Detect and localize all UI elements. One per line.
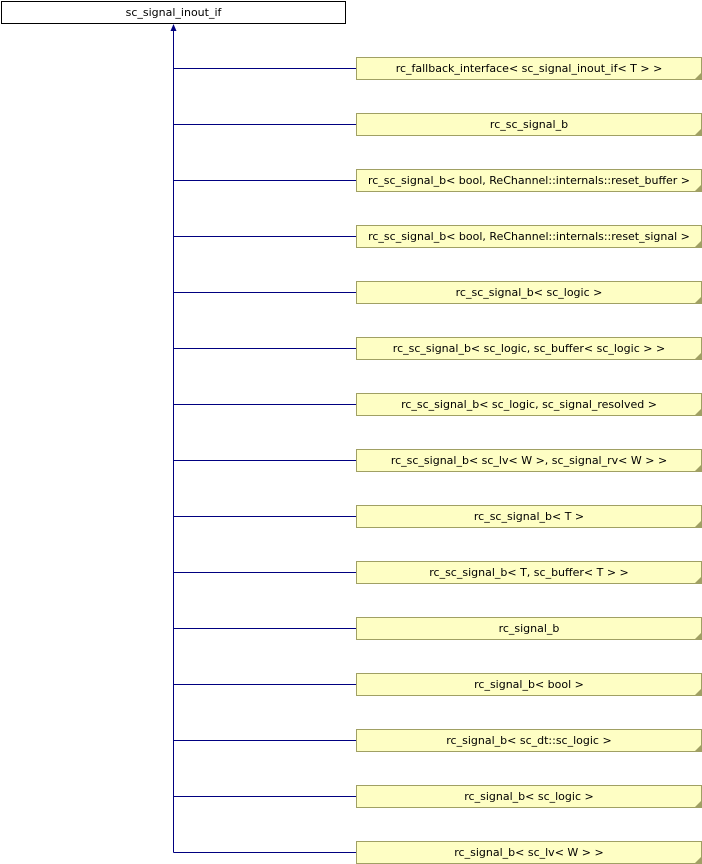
derived-class-node[interactable]: rc_sc_signal_b< sc_logic > <box>356 281 702 304</box>
derived-class-node[interactable]: rc_fallback_interface< sc_signal_inout_i… <box>356 57 702 80</box>
class-label: rc_sc_signal_b< bool, ReChannel::interna… <box>368 230 690 243</box>
arrowhead-icon <box>170 24 177 31</box>
derived-class-node[interactable]: rc_sc_signal_b< T > <box>356 505 702 528</box>
class-label: rc_sc_signal_b< sc_lv< W >, sc_signal_rv… <box>390 454 668 467</box>
fold-corner-icon <box>695 857 701 863</box>
fold-corner-icon <box>695 521 701 527</box>
fold-corner-icon <box>695 297 701 303</box>
fold-corner-icon <box>695 129 701 135</box>
fold-corner-icon <box>695 577 701 583</box>
fold-corner-icon <box>695 73 701 79</box>
derived-class-node[interactable]: rc_signal_b <box>356 617 702 640</box>
root-class-node[interactable]: sc_signal_inout_if <box>1 1 346 24</box>
class-label: rc_sc_signal_b< T, sc_buffer< T > > <box>429 566 629 579</box>
class-label: rc_sc_signal_b <box>489 118 569 131</box>
class-label: rc_sc_signal_b< sc_logic > <box>455 286 603 299</box>
derived-class-node[interactable]: rc_signal_b< sc_dt::sc_logic > <box>356 729 702 752</box>
derived-class-node[interactable]: rc_sc_signal_b <box>356 113 702 136</box>
fold-corner-icon <box>695 353 701 359</box>
class-label: rc_signal_b< sc_lv< W > > <box>454 846 604 859</box>
fold-corner-icon <box>695 409 701 415</box>
fold-corner-icon <box>695 241 701 247</box>
class-label: rc_signal_b <box>498 622 560 635</box>
derived-class-node[interactable]: rc_sc_signal_b< bool, ReChannel::interna… <box>356 225 702 248</box>
class-label: rc_sc_signal_b< bool, ReChannel::interna… <box>367 174 691 187</box>
class-label: rc_fallback_interface< sc_signal_inout_i… <box>395 62 663 75</box>
class-label: rc_sc_signal_b< sc_logic, sc_signal_reso… <box>401 398 657 411</box>
class-label: rc_sc_signal_b< sc_logic, sc_buffer< sc_… <box>392 342 666 355</box>
fold-corner-icon <box>695 801 701 807</box>
derived-class-node[interactable]: rc_sc_signal_b< sc_lv< W >, sc_signal_rv… <box>356 449 702 472</box>
fold-corner-icon <box>695 689 701 695</box>
derived-class-node[interactable]: rc_signal_b< sc_lv< W > > <box>356 841 702 864</box>
derived-class-node[interactable]: rc_signal_b< bool > <box>356 673 702 696</box>
fold-corner-icon <box>695 185 701 191</box>
class-label: rc_signal_b< sc_dt::sc_logic > <box>446 734 612 747</box>
derived-class-node[interactable]: rc_sc_signal_b< sc_logic, sc_buffer< sc_… <box>356 337 702 360</box>
class-label: rc_sc_signal_b< T > <box>473 510 585 523</box>
derived-class-node[interactable]: rc_sc_signal_b< bool, ReChannel::interna… <box>356 169 702 192</box>
derived-class-node[interactable]: rc_sc_signal_b< sc_logic, sc_signal_reso… <box>356 393 702 416</box>
derived-class-node[interactable]: rc_signal_b< sc_logic > <box>356 785 702 808</box>
derived-class-node[interactable]: rc_sc_signal_b< T, sc_buffer< T > > <box>356 561 702 584</box>
fold-corner-icon <box>695 745 701 751</box>
class-label: rc_signal_b< bool > <box>474 678 584 691</box>
fold-corner-icon <box>695 633 701 639</box>
fold-corner-icon <box>695 465 701 471</box>
class-label: rc_signal_b< sc_logic > <box>464 790 594 803</box>
